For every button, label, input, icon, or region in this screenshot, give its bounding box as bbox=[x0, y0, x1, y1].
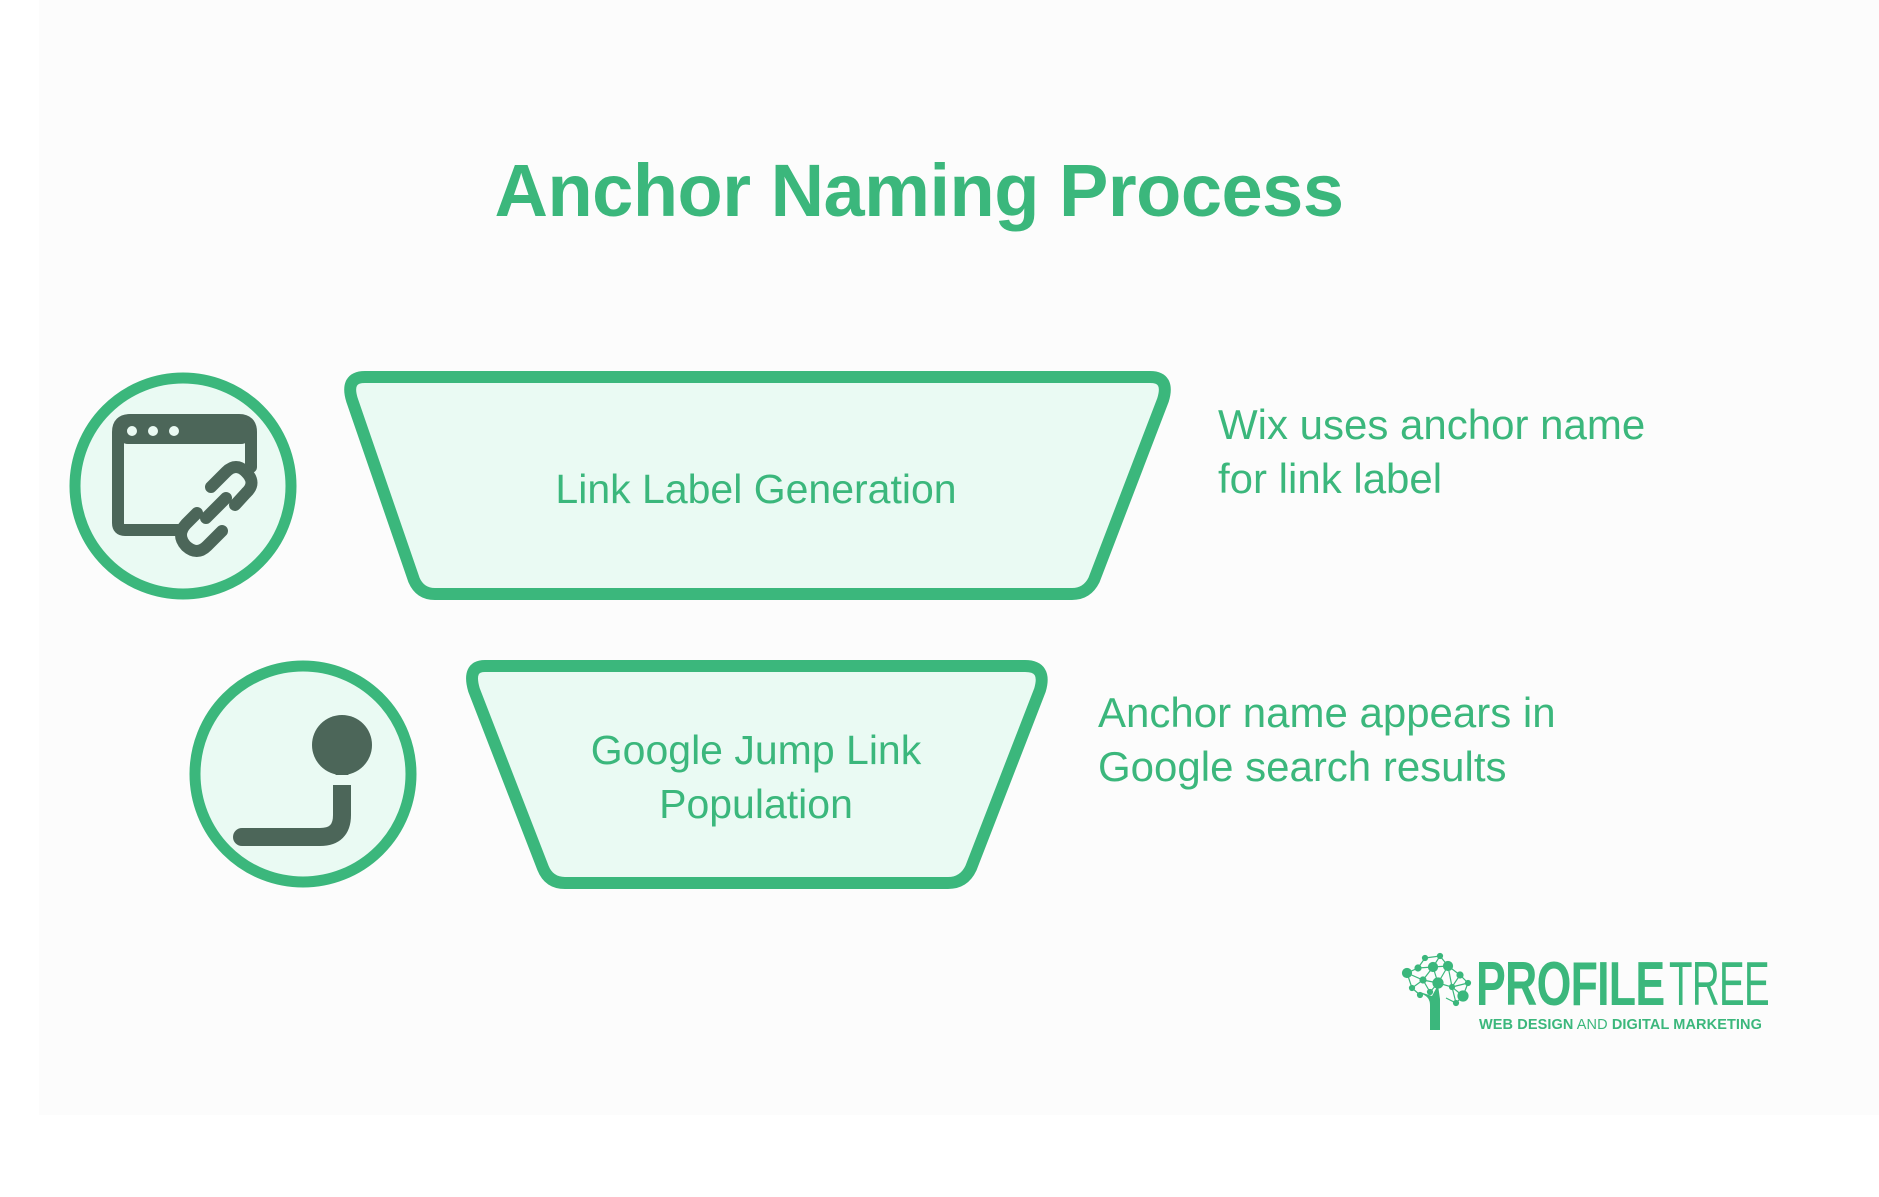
page-title: Anchor Naming Process bbox=[0, 146, 1838, 236]
stage-2-icon-circle bbox=[189, 660, 417, 888]
stage-1-icon-circle bbox=[69, 372, 297, 600]
tagline-part-1: WEB DESIGN bbox=[1479, 1017, 1574, 1033]
title-text: Anchor Naming Process bbox=[494, 149, 1344, 232]
stage-2-trapezoid bbox=[466, 660, 1048, 889]
tagline-part-2: AND bbox=[1573, 1017, 1612, 1033]
brand-name-bold: PROFILE bbox=[1476, 950, 1665, 1019]
stage-1-label: Link Label Generation bbox=[414, 455, 1098, 523]
stage-2-label: Google Jump Link Population bbox=[500, 716, 1012, 838]
stage-1-trapezoid bbox=[344, 371, 1171, 600]
brand-tagline: WEB DESIGN AND DIGITAL MARKETING bbox=[1479, 1017, 1762, 1033]
browser-link-icon bbox=[112, 414, 258, 557]
jump-link-icon bbox=[233, 715, 372, 846]
tree-network-icon bbox=[1401, 952, 1472, 1030]
stage-1-description: Wix uses anchor name for link label bbox=[1218, 401, 1646, 502]
tagline-part-3: DIGITAL MARKETING bbox=[1611, 1017, 1763, 1033]
stage-2-label-text: Google Jump Link Population bbox=[590, 727, 922, 827]
stage-2-description: Anchor name appears in Google search res… bbox=[1098, 689, 1556, 790]
stage-1-label-text: Link Label Generation bbox=[555, 466, 957, 512]
brand-name-light: TREE bbox=[1669, 950, 1770, 1019]
